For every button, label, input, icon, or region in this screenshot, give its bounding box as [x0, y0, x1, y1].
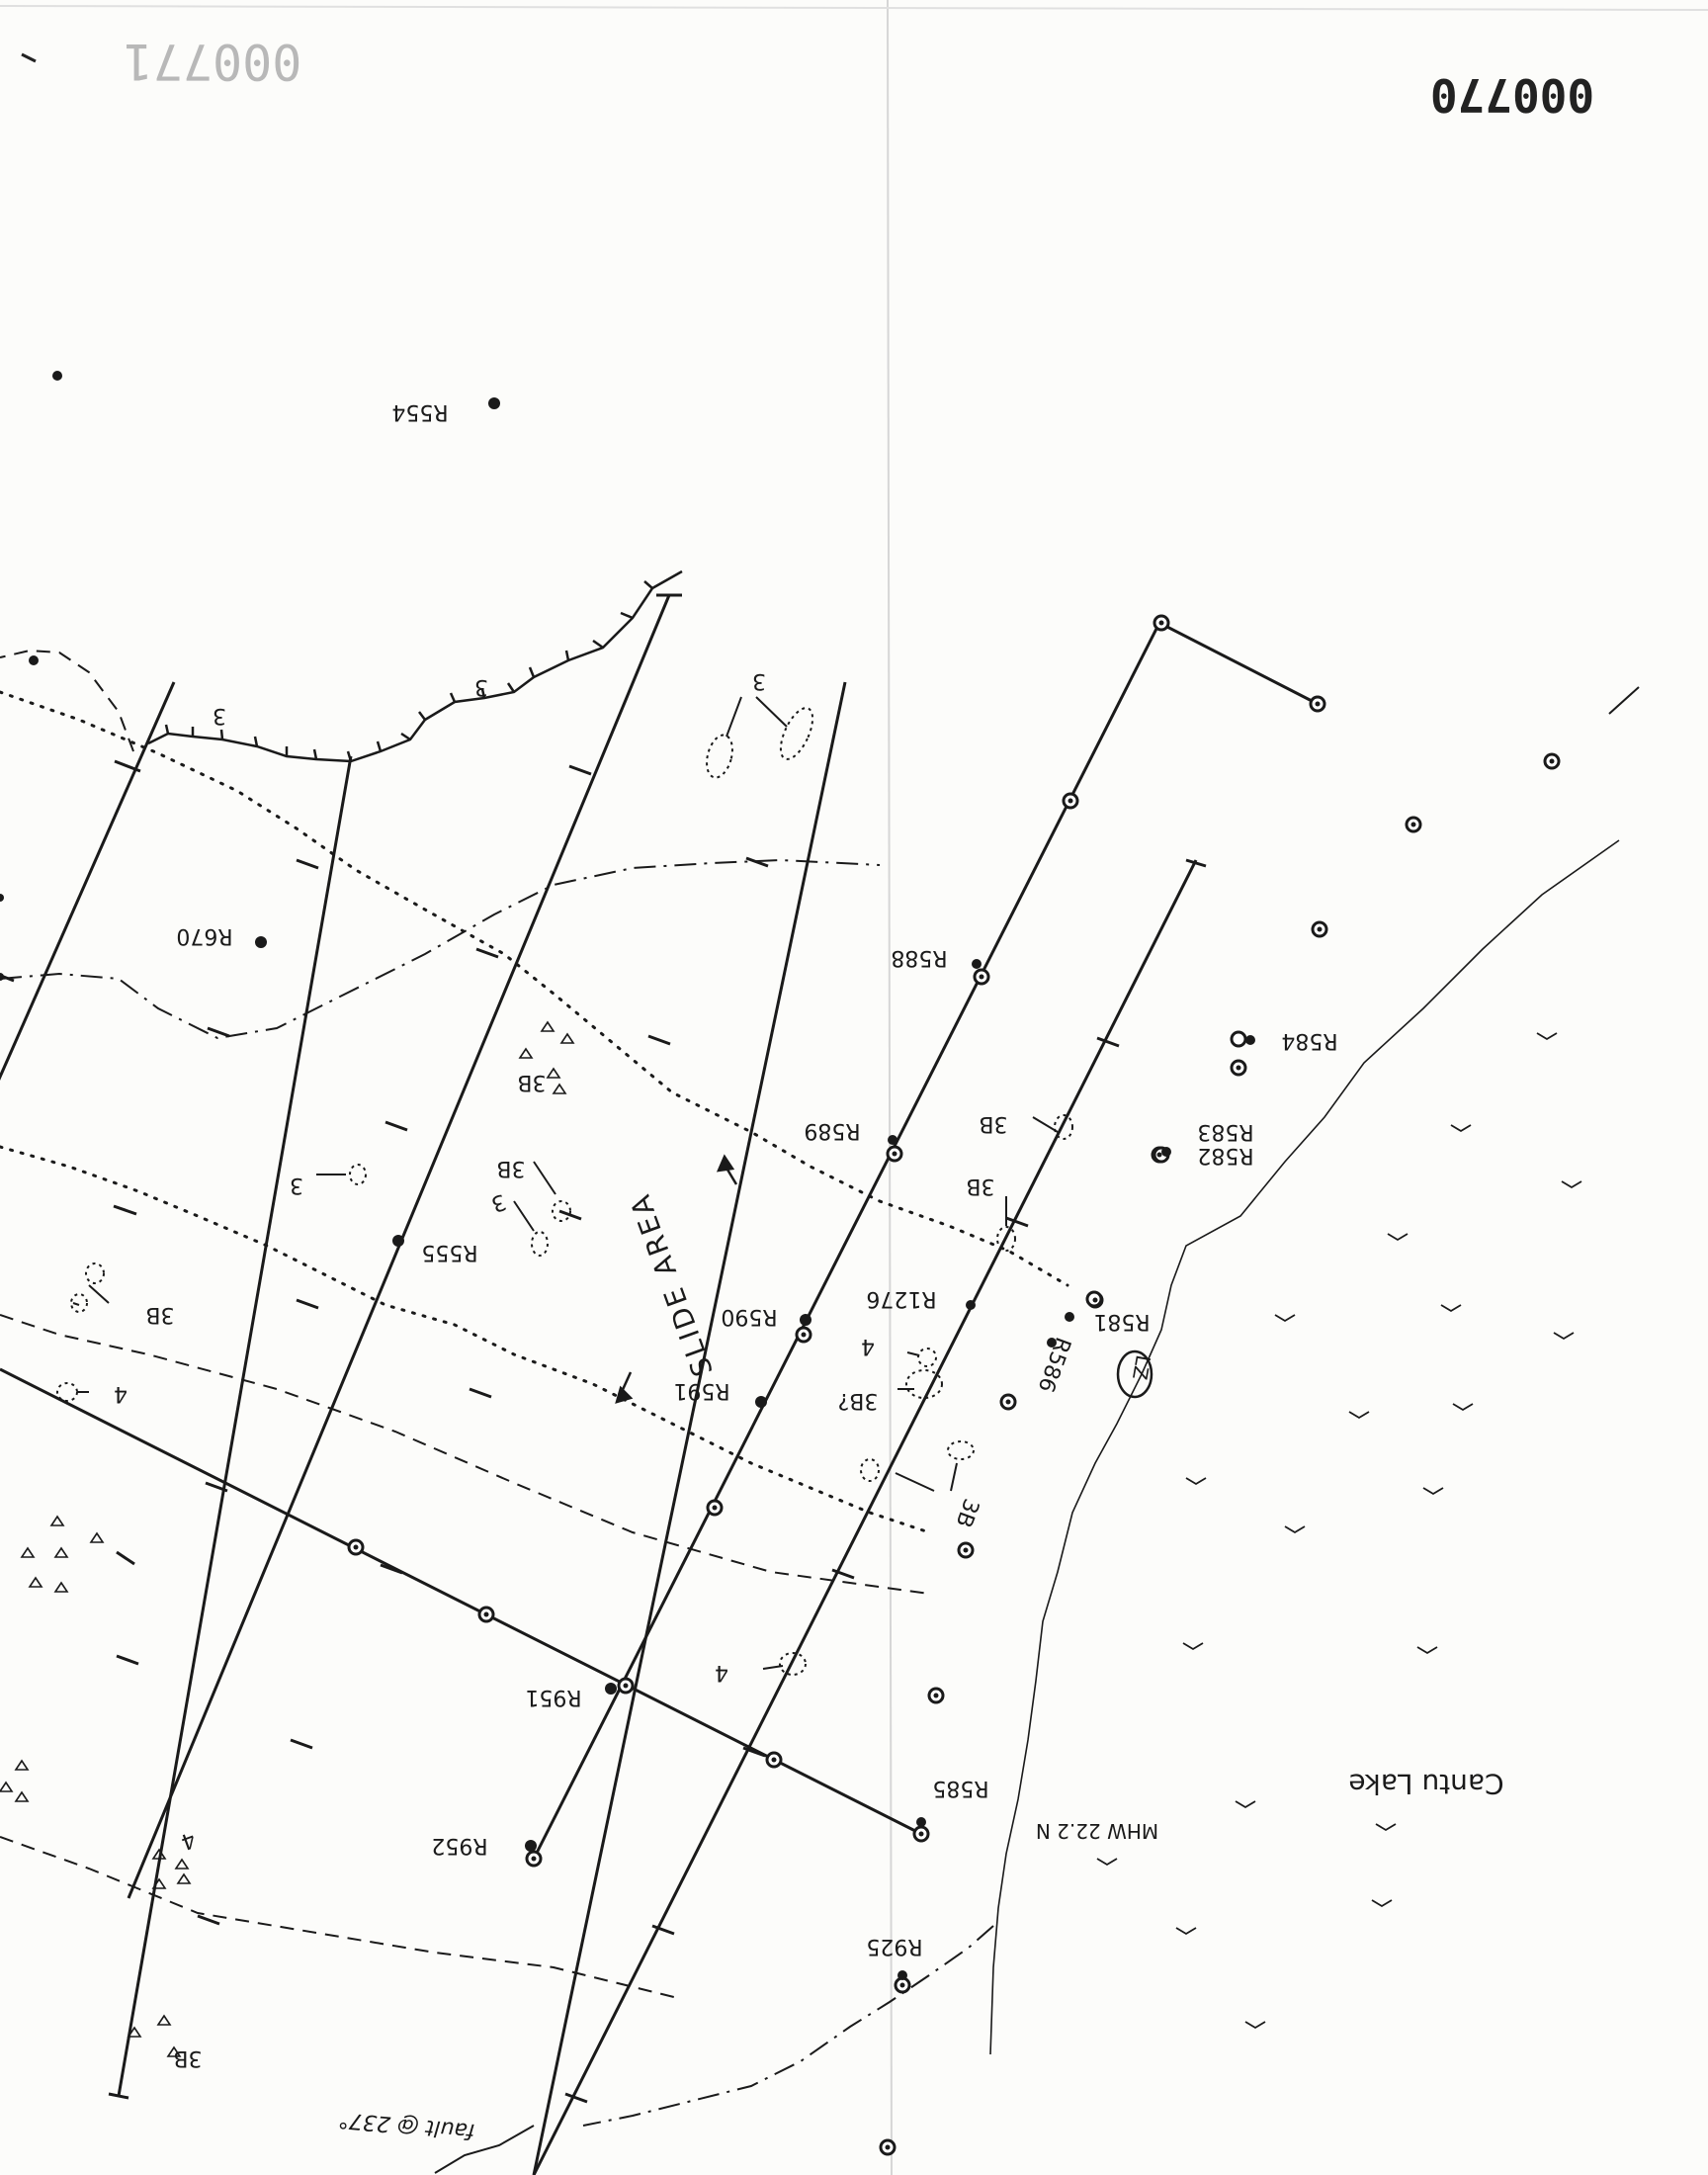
fault-line [434, 2125, 535, 2174]
survey-line-6 [532, 859, 1198, 2175]
label-leaders [72, 696, 1059, 1670]
station-label: R591 [673, 1378, 729, 1403]
survey-line-5 [532, 622, 1161, 1860]
contact-lines-dotted [0, 690, 1069, 1534]
unit-label: 3B [517, 1070, 546, 1094]
unit-label: 3B [173, 2045, 202, 2070]
unit-label: 3B [950, 1495, 982, 1530]
landing-zone-circle [1116, 1349, 1153, 1399]
contact-lines-dashdot [0, 858, 994, 2127]
station-label: R670 [176, 923, 232, 948]
sample-dots [0, 371, 1255, 1980]
station-label: R951 [525, 1685, 581, 1709]
unit-label: 4 [114, 1381, 128, 1406]
station-label: R582 [1197, 1143, 1253, 1168]
unit-label: 4 [861, 1334, 875, 1358]
paper-fold-line [887, 0, 893, 2175]
survey-line-fragment [1608, 686, 1640, 715]
marsh-symbols [1096, 1032, 1582, 2030]
survey-lines [0, 594, 1640, 2175]
escarpment [147, 569, 683, 763]
shoreline-label: MHW 22.2 N [1036, 1819, 1158, 1843]
station-label: R585 [932, 1776, 988, 1800]
unit-label: 3 [487, 1188, 509, 1216]
fault-label: fault @ 237° [337, 2107, 476, 2143]
slide-area-label: SLIDE AREA [623, 1188, 720, 1381]
station-label: R554 [391, 399, 448, 424]
document-stamp-number-faint: 000771 [124, 33, 302, 90]
station-label: R589 [804, 1118, 860, 1143]
unit-label: 3B [496, 1156, 525, 1180]
station-label: R586 [1033, 1334, 1075, 1395]
triangle-symbols [0, 1020, 575, 2057]
unit-labels: 3 3 3 3 3B 3B 3B 3B 3B 3B 3B? 3 4 4 4 4 … [114, 668, 1008, 2070]
bullseye-markers [347, 614, 1561, 2156]
survey-line-4 [532, 681, 847, 2175]
corner-mark [21, 52, 37, 63]
station-label: R590 [721, 1304, 777, 1329]
survey-line-2 [117, 755, 353, 2097]
station-label: R555 [421, 1240, 477, 1264]
bullseye-centers [353, 620, 1555, 2150]
lake-label: Cantu Lake [1348, 1768, 1503, 1800]
survey-line-7 [1158, 621, 1319, 706]
station-label: R583 [1197, 1119, 1253, 1144]
survey-ticks [0, 593, 1207, 2104]
unit-label: 3 [752, 668, 766, 693]
station-label: R1276 [866, 1286, 936, 1311]
station-label: R581 [1093, 1309, 1150, 1334]
unit-label: 3 [290, 1173, 303, 1197]
station-label: R952 [431, 1833, 487, 1858]
station-label: R584 [1281, 1028, 1337, 1053]
landing-zone-label: LZ [1128, 1353, 1155, 1382]
survey-cross-line [0, 1367, 922, 1836]
unit-label: 3 [213, 703, 226, 728]
shoreline [989, 839, 1620, 2055]
unit-label: 3B? [838, 1388, 879, 1413]
survey-line-1 [0, 681, 176, 1081]
contact-lines-dashed [0, 649, 930, 2000]
survey-line-3 [127, 594, 671, 1899]
station-labels: R554 R670 R588 R584 R583 R582 R589 R555 … [176, 399, 1337, 1958]
unit-label: 4 [177, 1826, 199, 1854]
unit-label: 3B [145, 1302, 174, 1327]
document-stamp-number: 000770 [1430, 68, 1594, 122]
unit-label: 3B [979, 1111, 1007, 1136]
outcrop-ellipses [56, 707, 1073, 1676]
unit-label: 3B [966, 1174, 994, 1198]
slide-area-arrows [615, 1154, 738, 1404]
paper-edge [0, 5, 1708, 11]
station-label: R588 [891, 945, 947, 970]
station-label: R925 [866, 1934, 922, 1958]
unit-label: 3 [474, 674, 488, 699]
unit-label: 4 [715, 1660, 728, 1685]
